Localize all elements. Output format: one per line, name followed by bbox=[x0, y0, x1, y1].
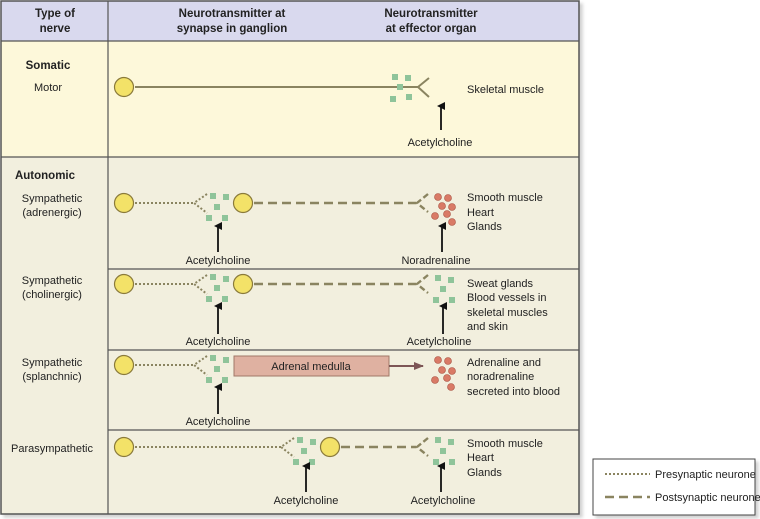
group-label-somatic: Somatic bbox=[26, 60, 71, 72]
table-header: Type of nerve Neurotransmitter at synaps… bbox=[35, 8, 478, 35]
adrenergic-ganglion-transmitter: Acetylcholine bbox=[186, 255, 251, 267]
sympathetic-cholinergic-pathway bbox=[113, 273, 455, 334]
splanchnic-ganglion-transmitter: Acetylcholine bbox=[186, 416, 251, 428]
postsynaptic-cell-body bbox=[319, 436, 341, 458]
vesicle bbox=[405, 75, 411, 81]
parasympathetic-pathway bbox=[113, 436, 455, 492]
postsynaptic-terminal bbox=[415, 437, 429, 457]
adrenergic-effector-3: Glands bbox=[467, 221, 502, 233]
cell-body bbox=[113, 76, 135, 98]
parasympathetic-effector-transmitter: Acetylcholine bbox=[411, 495, 476, 507]
autonomic-row-bg bbox=[1, 157, 579, 514]
ganglion-acetylcholine-vesicles bbox=[206, 274, 229, 302]
presynaptic-cell-body bbox=[113, 354, 135, 376]
noradrenaline-vesicles bbox=[431, 193, 456, 226]
group-label-autonomic: Autonomic bbox=[15, 170, 76, 182]
type-label-sympathetic-adrenergic-1: Sympathetic bbox=[22, 193, 83, 205]
legend-presynaptic-label: Presynaptic neurone bbox=[655, 469, 756, 481]
ganglion-acetylcholine-vesicles bbox=[206, 193, 229, 221]
somatic-row-bg bbox=[1, 41, 579, 157]
ganglion-acetylcholine-vesicles bbox=[293, 437, 316, 465]
presynaptic-cell-body bbox=[113, 273, 135, 295]
parasympathetic-effector-3: Glands bbox=[467, 467, 502, 479]
cholinergic-effector-2: Blood vessels in bbox=[467, 292, 547, 304]
postsynaptic-cell-body bbox=[232, 273, 254, 295]
hormone-vesicles bbox=[431, 356, 456, 391]
ganglion-acetylcholine-vesicles bbox=[206, 355, 229, 383]
postsynaptic-terminal bbox=[415, 193, 429, 213]
presynaptic-cell-body bbox=[113, 192, 135, 214]
vesicle bbox=[397, 84, 403, 90]
somatic-effector-transmitter: Acetylcholine bbox=[408, 137, 473, 149]
somatic-motor-pathway bbox=[113, 74, 430, 102]
adrenergic-effector-transmitter: Noradrenaline bbox=[401, 255, 470, 267]
adrenergic-effector-2: Heart bbox=[467, 207, 494, 219]
splanchnic-effector-2: noradrenaline bbox=[467, 371, 534, 383]
presynaptic-terminal bbox=[192, 193, 208, 214]
type-label-sympathetic-cholinergic-2: (cholinergic) bbox=[22, 289, 82, 301]
sympathetic-adrenergic-pathway bbox=[113, 192, 456, 252]
vesicle bbox=[406, 94, 412, 100]
cholinergic-effector-4: and skin bbox=[467, 321, 508, 333]
presynaptic-terminal bbox=[192, 355, 208, 376]
type-label-sympathetic-splanchnic-1: Sympathetic bbox=[22, 357, 83, 369]
header-col3-line1: Neurotransmitter bbox=[384, 8, 478, 20]
table bbox=[0, 0, 580, 515]
nerve-type-labels: Somatic Motor Autonomic Sympathetic (adr… bbox=[11, 60, 93, 455]
adrenal-medulla-label: Adrenal medulla bbox=[271, 361, 351, 373]
splanchnic-effector-1: Adrenaline and bbox=[467, 357, 541, 369]
parasympathetic-effector-1: Smooth muscle bbox=[467, 438, 543, 450]
type-label-sympathetic-splanchnic-2: (splanchnic) bbox=[22, 371, 81, 383]
header-row-bg bbox=[1, 1, 579, 41]
presynaptic-terminal bbox=[192, 274, 208, 295]
sympathetic-splanchnic-pathway bbox=[113, 354, 456, 414]
header-col1-line1: Type of bbox=[35, 8, 75, 20]
cholinergic-effector-transmitter: Acetylcholine bbox=[407, 336, 472, 348]
legend-postsynaptic-label: Postsynaptic neurone bbox=[655, 492, 760, 504]
presynaptic-terminal bbox=[279, 437, 295, 458]
acetylcholine-vesicles bbox=[390, 74, 412, 102]
type-label-motor: Motor bbox=[34, 82, 62, 94]
presynaptic-cell-body bbox=[113, 436, 135, 458]
cholinergic-ganglion-transmitter: Acetylcholine bbox=[186, 336, 251, 348]
table-gridlines bbox=[1, 1, 579, 514]
type-label-sympathetic-cholinergic-1: Sympathetic bbox=[22, 275, 83, 287]
postsynaptic-cell-body bbox=[232, 192, 254, 214]
adrenergic-effector-1: Smooth muscle bbox=[467, 192, 543, 204]
parasympathetic-ganglion-transmitter: Acetylcholine bbox=[274, 495, 339, 507]
header-col2-line2: synapse in ganglion bbox=[177, 23, 288, 35]
type-label-parasympathetic: Parasympathetic bbox=[11, 443, 93, 455]
splanchnic-effector-3: secreted into blood bbox=[467, 386, 560, 398]
header-col3-line2: at effector organ bbox=[386, 23, 477, 35]
type-label-sympathetic-adrenergic-2: (adrenergic) bbox=[22, 207, 81, 219]
legend bbox=[592, 458, 756, 516]
header-col1-line2: nerve bbox=[40, 23, 71, 35]
effector-acetylcholine-vesicles bbox=[433, 437, 455, 465]
somatic-effector-organ: Skeletal muscle bbox=[467, 84, 544, 96]
header-col2-line1: Neurotransmitter at bbox=[179, 8, 286, 20]
axon-terminal bbox=[416, 77, 430, 98]
effector-acetylcholine-vesicles bbox=[433, 275, 455, 303]
cholinergic-effector-1: Sweat glands bbox=[467, 278, 534, 290]
cholinergic-effector-3: skeletal muscles bbox=[467, 307, 548, 319]
postsynaptic-terminal bbox=[415, 274, 429, 294]
parasympathetic-effector-2: Heart bbox=[467, 452, 494, 464]
vesicle bbox=[390, 96, 396, 102]
vesicle bbox=[392, 74, 398, 80]
